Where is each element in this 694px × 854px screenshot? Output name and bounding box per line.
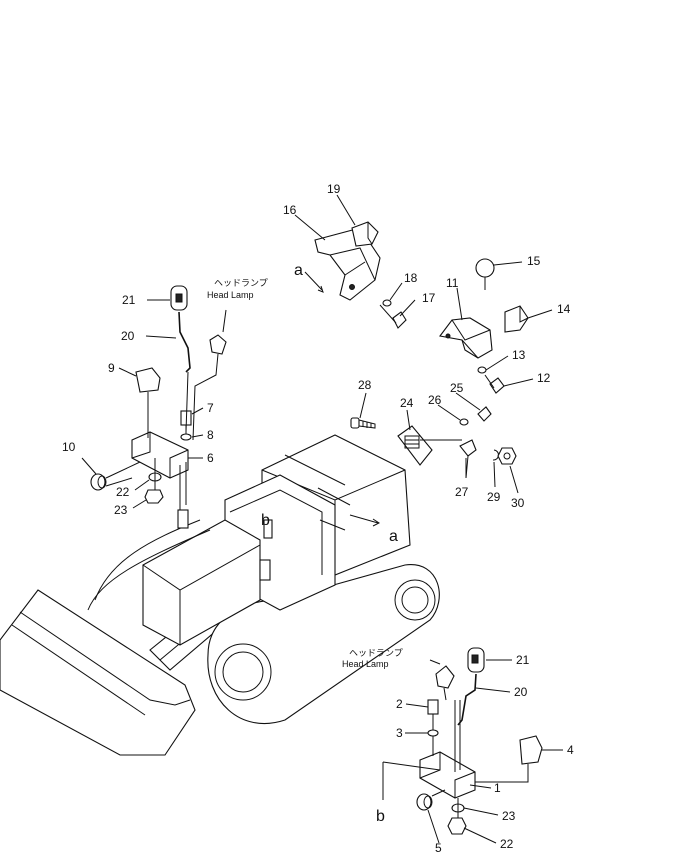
head-lamp-lower xyxy=(435,665,455,689)
callout-14: 14 xyxy=(557,302,571,316)
callout-19: 19 xyxy=(327,182,341,196)
front-box xyxy=(142,519,261,646)
washer-13 xyxy=(477,366,487,374)
lamp-14 xyxy=(504,305,529,333)
leader-lines xyxy=(81,194,563,844)
head-lamp-en-upper: Head Lamp xyxy=(207,290,254,300)
washer-8 xyxy=(180,433,192,441)
nut-30 xyxy=(497,447,517,465)
callout-22-lower: 22 xyxy=(500,837,514,851)
lamp-15 xyxy=(475,258,495,278)
callout-23-lower: 23 xyxy=(502,809,516,823)
lamp-9 xyxy=(135,367,161,393)
bracket-11-group xyxy=(439,258,529,394)
callout-4: 4 xyxy=(567,743,574,757)
callout-8: 8 xyxy=(207,428,214,442)
washer-26 xyxy=(459,418,469,426)
callout-12: 12 xyxy=(537,371,551,385)
callout-21-lower: 21 xyxy=(516,653,530,667)
callout-15: 15 xyxy=(527,254,541,268)
callout-1: 1 xyxy=(494,781,501,795)
callout-17: 17 xyxy=(422,291,436,305)
callout-7: 7 xyxy=(207,401,214,415)
washer-18 xyxy=(382,299,392,307)
lamp-19 xyxy=(351,221,379,247)
lamp-4 xyxy=(519,735,543,765)
head-lamp-jp-upper: ヘッドランプ xyxy=(214,278,268,288)
head-lamp-upper xyxy=(209,334,227,355)
nut-23-upper xyxy=(144,489,164,504)
view-marks: a a b b xyxy=(261,262,398,825)
nut-22-lower xyxy=(447,817,467,835)
center-parts-group xyxy=(350,406,517,479)
callout-11: 11 xyxy=(446,276,459,290)
stay-20-lower xyxy=(457,673,477,726)
view-mark-b-bottom: b xyxy=(376,808,385,825)
callout-13: 13 xyxy=(512,348,526,362)
callout-27: 27 xyxy=(455,485,469,499)
view-mark-b-body: b xyxy=(261,512,270,529)
head-lamp-en-lower: Head Lamp xyxy=(342,659,389,669)
callout-24: 24 xyxy=(400,396,414,410)
bolt-2 xyxy=(427,699,439,715)
rear-lamp-group xyxy=(382,647,543,835)
machine-outline xyxy=(0,434,440,756)
callout-22-upper: 22 xyxy=(116,485,130,499)
callout-10: 10 xyxy=(62,440,76,454)
view-mark-a-top: a xyxy=(294,262,303,279)
stay-20-upper xyxy=(178,311,191,373)
callout-16: 16 xyxy=(283,203,297,217)
callout-29: 29 xyxy=(487,490,501,504)
callout-5: 5 xyxy=(435,841,442,854)
callout-26: 26 xyxy=(428,393,442,407)
plate-24 xyxy=(397,425,433,466)
callout-30: 30 xyxy=(511,496,525,510)
head-lamp-labels: ヘッドランプ Head Lamp ヘッドランプ Head Lamp xyxy=(207,278,403,669)
callout-9: 9 xyxy=(108,361,115,375)
bolt-28 xyxy=(350,417,360,429)
callout-20-lower: 20 xyxy=(514,685,528,699)
view-a-top-group xyxy=(314,221,407,329)
bolt-17 xyxy=(392,311,407,329)
callout-2: 2 xyxy=(396,697,403,711)
view-mark-a-body: a xyxy=(389,528,398,545)
head-lamp-jp-lower: ヘッドランプ xyxy=(349,648,403,658)
bolt-25 xyxy=(477,406,492,422)
callout-28: 28 xyxy=(358,378,372,392)
callout-6: 6 xyxy=(207,451,214,465)
washer-3 xyxy=(427,729,439,737)
callout-3: 3 xyxy=(396,726,403,740)
callout-25: 25 xyxy=(450,381,464,395)
ring-29 xyxy=(492,449,500,461)
bracket-11 xyxy=(439,317,493,359)
callout-18: 18 xyxy=(404,271,418,285)
callout-21-upper: 21 xyxy=(122,293,136,307)
callout-23-upper: 23 xyxy=(114,503,128,517)
front-lamp-group xyxy=(90,285,227,510)
callout-20-upper: 20 xyxy=(121,329,135,343)
clip-27 xyxy=(459,439,477,457)
callout-labels: 21 20 9 7 8 6 10 22 23 19 16 18 17 11 15… xyxy=(62,182,574,854)
